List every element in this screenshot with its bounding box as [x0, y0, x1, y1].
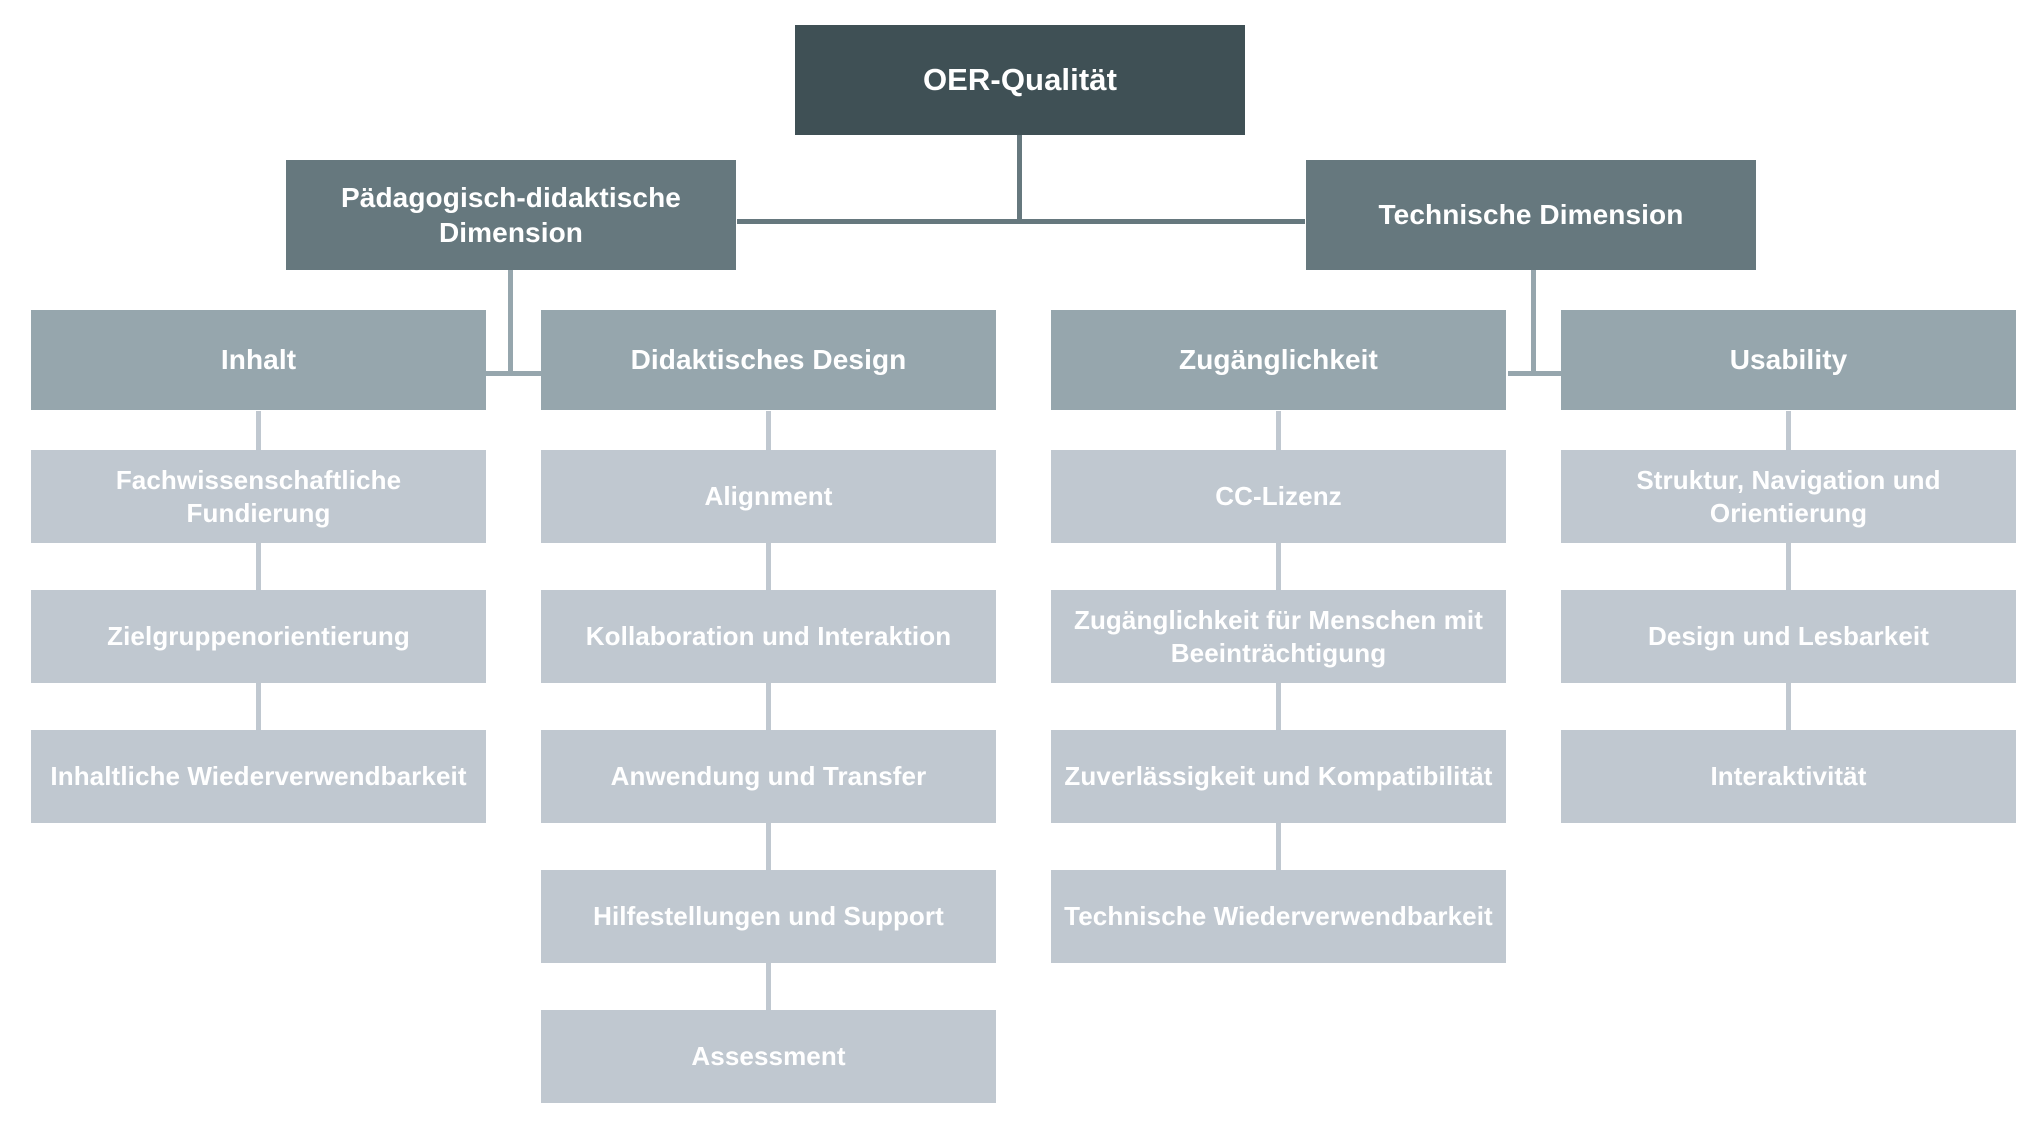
node-root-oer-qualitaet[interactable]: OER-Qualität [795, 25, 1245, 135]
node-category-label: Didaktisches Design [630, 344, 907, 376]
node-criterion-label: Zielgruppenorientierung [107, 621, 410, 652]
node-criterion-zuverlaessigkeit-und-kompatibilitaet[interactable]: Zuverlässigkeit und Kompatibilität [1051, 730, 1506, 823]
node-criterion-zugaenglichkeit-fuer-menschen-mit-beeintraechtigung[interactable]: Zugänglichkeit für Menschen mit Beeinträ… [1051, 590, 1506, 683]
node-criterion-label: Technische Wiederverwendbarkeit [1064, 901, 1493, 932]
node-criterion-technische-wiederverwendbarkeit[interactable]: Technische Wiederverwendbarkeit [1051, 870, 1506, 963]
node-criterion-label: CC-Lizenz [1215, 481, 1342, 512]
connector-category-bus-right [1508, 371, 1569, 376]
node-dimension-label: Pädagogisch-didaktische Dimension [341, 181, 681, 248]
node-criterion-design-und-lesbarkeit[interactable]: Design und Lesbarkeit [1561, 590, 2016, 683]
node-criterion-label: Interaktivität [1710, 761, 1867, 792]
node-criterion-struktur-navigation-und-orientierung[interactable]: Struktur, Navigation und Orientierung [1561, 450, 2016, 543]
node-root-label: OER-Qualität [922, 62, 1118, 98]
node-criterion-label: Fachwissenschaftliche Fundierung [115, 464, 402, 528]
connector-dim-right-down [1531, 269, 1536, 373]
node-criterion-zielgruppenorientierung[interactable]: Zielgruppenorientierung [31, 590, 486, 683]
node-category-zugaenglichkeit[interactable]: Zugänglichkeit [1051, 310, 1506, 410]
node-criterion-label: Zugänglichkeit für Menschen mit Beeinträ… [1073, 604, 1484, 668]
node-category-didaktisches-design[interactable]: Didaktisches Design [541, 310, 996, 410]
node-criterion-label: Anwendung und Transfer [610, 761, 927, 792]
node-criterion-assessment[interactable]: Assessment [541, 1010, 996, 1103]
connector-category-bus-left [485, 371, 546, 376]
node-category-inhalt[interactable]: Inhalt [31, 310, 486, 410]
node-criterion-label: Design und Lesbarkeit [1648, 621, 1929, 652]
connector-dim-left-down [508, 269, 513, 373]
node-criterion-hilfestellungen-und-support[interactable]: Hilfestellungen und Support [541, 870, 996, 963]
node-criterion-kollaboration-und-interaktion[interactable]: Kollaboration und Interaktion [541, 590, 996, 683]
node-dimension-paedagogisch-didaktisch[interactable]: Pädagogisch-didaktische Dimension [286, 160, 736, 270]
node-category-label: Zugänglichkeit [1179, 344, 1378, 376]
node-criterion-label: Kollaboration und Interaktion [585, 621, 952, 652]
node-criterion-fachwissenschaftliche-fundierung[interactable]: Fachwissenschaftliche Fundierung [31, 450, 486, 543]
node-category-usability[interactable]: Usability [1561, 310, 2016, 410]
node-criterion-label: Zuverlässigkeit und Kompatibilität [1064, 761, 1493, 792]
node-criterion-cc-lizenz[interactable]: CC-Lizenz [1051, 450, 1506, 543]
connector-dimension-bus [737, 219, 1305, 224]
node-criterion-label: Struktur, Navigation und Orientierung [1636, 464, 1941, 528]
node-category-label: Inhalt [220, 344, 297, 376]
node-criterion-label: Hilfestellungen und Support [593, 901, 944, 932]
node-criterion-label: Inhaltliche Wiederverwendbarkeit [50, 761, 467, 792]
node-dimension-technisch[interactable]: Technische Dimension [1306, 160, 1756, 270]
connector-spine-zugaenglichkeit [1276, 411, 1281, 961]
node-criterion-alignment[interactable]: Alignment [541, 450, 996, 543]
node-dimension-label: Technische Dimension [1378, 199, 1684, 231]
node-criterion-label: Alignment [704, 481, 833, 512]
node-criterion-label: Assessment [691, 1041, 846, 1072]
connector-root-down [1017, 135, 1022, 221]
node-criterion-interaktivitaet[interactable]: Interaktivität [1561, 730, 2016, 823]
node-criterion-anwendung-und-transfer[interactable]: Anwendung und Transfer [541, 730, 996, 823]
node-criterion-inhaltliche-wiederverwendbarkeit[interactable]: Inhaltliche Wiederverwendbarkeit [31, 730, 486, 823]
node-category-label: Usability [1729, 344, 1848, 376]
